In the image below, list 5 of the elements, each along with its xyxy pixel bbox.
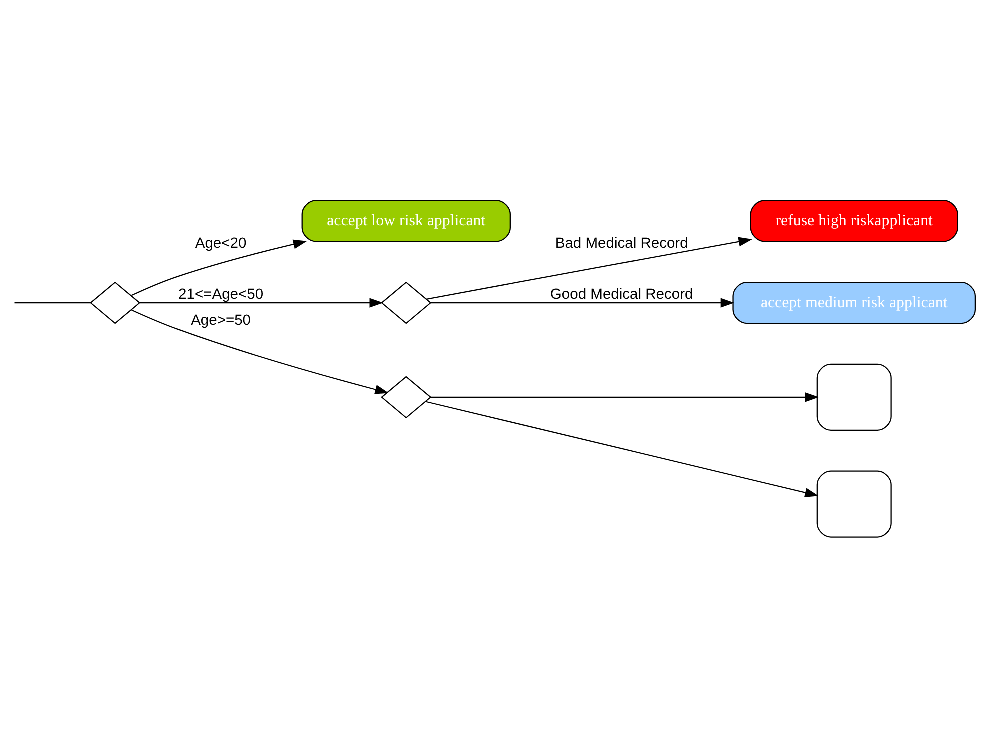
edge-label: Age>=50: [190, 313, 251, 330]
edge-label: Age<20: [194, 236, 246, 252]
edge-label: Good Medical Record: [550, 286, 693, 303]
edge-label: 21<=Age<50: [178, 286, 264, 303]
edge-label: Bad Medical Record: [554, 236, 688, 252]
